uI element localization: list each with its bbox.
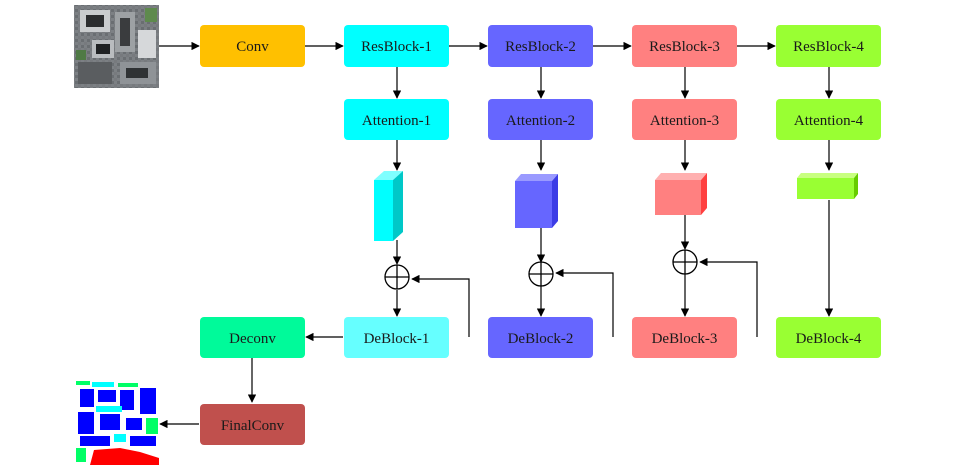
deblock-3: DeBlock-3 (632, 317, 737, 358)
conv-label: Conv (236, 39, 269, 55)
attention-3-label: Attention-3 (650, 113, 719, 129)
sum-operator-3 (672, 249, 698, 275)
resblock-2-label: ResBlock-2 (505, 39, 576, 55)
resblock-4-label: ResBlock-4 (793, 39, 864, 55)
deblock-4: DeBlock-4 (776, 317, 881, 358)
skip-deblock3-sum2 (555, 268, 614, 337)
resblock-2: ResBlock-2 (488, 25, 593, 67)
deblock-4-label: DeBlock-4 (796, 331, 862, 347)
deconv-label: Deconv (229, 331, 276, 347)
deblock-2-label: DeBlock-2 (508, 331, 574, 347)
skip-deblock4-sum3 (699, 257, 758, 337)
feature-map-1-cuboid (374, 171, 403, 241)
finalconv-label: FinalConv (221, 418, 285, 434)
deblock-2: DeBlock-2 (488, 317, 593, 358)
deblock-1-label: DeBlock-1 (364, 331, 430, 347)
sum-operator-2 (528, 261, 554, 287)
deblock-1: DeBlock-1 (344, 317, 449, 358)
attention-1-label: Attention-1 (362, 113, 431, 129)
deconv-block: Deconv (200, 317, 305, 358)
input-image (74, 5, 159, 88)
resblock-1: ResBlock-1 (344, 25, 449, 67)
finalconv-block: FinalConv (200, 404, 305, 445)
feature-map-2-cuboid (515, 174, 558, 228)
attention-4: Attention-4 (776, 99, 881, 140)
skip-deblock2-sum1 (411, 274, 470, 337)
feature-map-4-cuboid (797, 173, 858, 199)
attention-1: Attention-1 (344, 99, 449, 140)
connectors (159, 41, 834, 429)
resblock-1-label: ResBlock-1 (361, 39, 432, 55)
attention-4-label: Attention-4 (794, 113, 864, 129)
attention-3: Attention-3 (632, 99, 737, 140)
attention-2: Attention-2 (488, 99, 593, 140)
resblock-3: ResBlock-3 (632, 25, 737, 67)
conv-block: Conv (200, 25, 305, 67)
resblock-3-label: ResBlock-3 (649, 39, 720, 55)
feature-map-3-cuboid (655, 173, 707, 215)
sum-operator-1 (384, 264, 410, 290)
deblock-3-label: DeBlock-3 (652, 331, 718, 347)
resblock-4: ResBlock-4 (776, 25, 881, 67)
attention-2-label: Attention-2 (506, 113, 575, 129)
output-image (75, 381, 159, 465)
